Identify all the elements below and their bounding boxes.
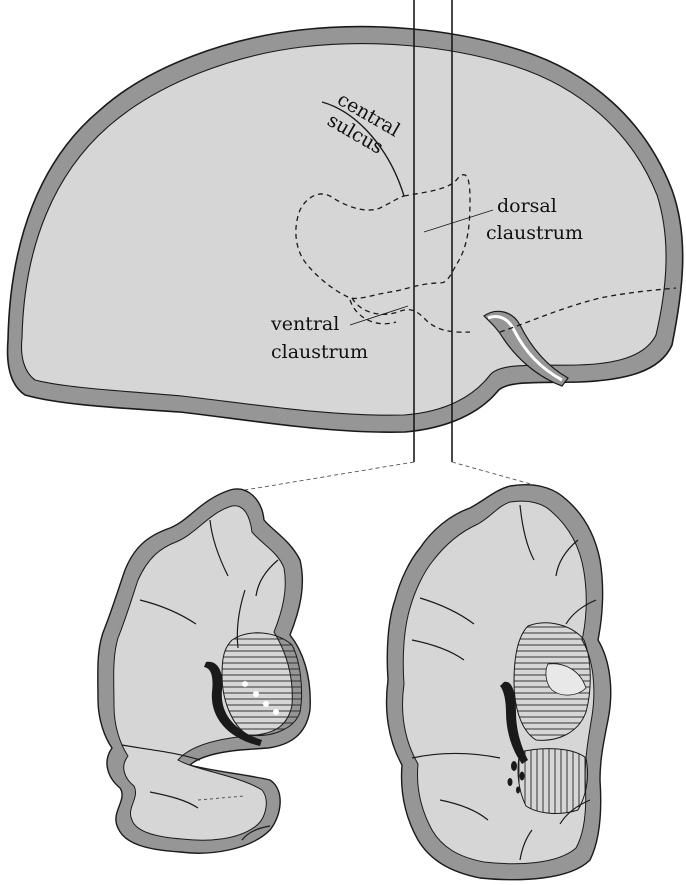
dorsal-claustrum-outline [295, 174, 471, 300]
coronal-left-sulcus-3 [139, 599, 197, 625]
coronal-right-amygdala-region [517, 748, 589, 814]
coronal-left-sulcus-6 [241, 825, 271, 841]
claustral-island [516, 786, 520, 794]
claustral-island [507, 778, 513, 786]
internal-capsule-dot [242, 681, 248, 687]
coronal-right-claustrum [500, 681, 528, 764]
coronal-right-sulcus-5 [565, 599, 597, 625]
coronal-right-sulcus-1 [519, 504, 535, 561]
claustral-island [511, 761, 517, 771]
internal-capsule-dot [273, 709, 279, 715]
coronal-left-sulcus-2 [255, 559, 279, 597]
internal-capsule-dot [253, 691, 259, 697]
coronal-left-sulcus-1 [209, 519, 229, 577]
central-sulcus-line [321, 101, 405, 197]
coronal-right-sulcus-3 [419, 597, 475, 625]
ventral-claustrum-leader [349, 305, 409, 326]
coronal-right-sulcus-6 [439, 799, 489, 821]
label-dorsal-claustrum: claustrum [486, 222, 583, 244]
coronal-left-sulcus-5 [149, 791, 199, 809]
label-ventral: ventral [270, 313, 339, 335]
internal-capsule-dot [263, 701, 269, 707]
coronal-right-capsule-patch [545, 663, 587, 696]
coronal-section-left [97, 488, 311, 854]
coronal-left-claustrum [204, 661, 262, 746]
coronal-right-sulcus-2 [555, 539, 579, 577]
projection-connector-left [244, 461, 415, 491]
coronal-left-dashed-mark [197, 795, 245, 801]
sylvian-white-slit [487, 315, 563, 382]
coronal-right-sylvian [411, 752, 501, 759]
ventral-claustrum-outline-lower [349, 299, 397, 325]
lateral-hemisphere-view [6, 25, 684, 433]
coronal-left-sylvian [121, 744, 201, 761]
coronal-left-white-matter [113, 505, 293, 841]
coronal-section-right [385, 484, 612, 881]
coronal-right-sulcus-4 [411, 639, 465, 661]
coronal-left-striatum [221, 632, 303, 737]
projection-connector-right [451, 461, 546, 489]
label-dorsal: dorsal [497, 195, 557, 217]
label-ventral-claustrum: claustrum [271, 341, 368, 363]
claustral-island [519, 771, 525, 781]
dorsal-claustrum-leader [423, 209, 494, 233]
coronal-right-sulcus-8 [519, 829, 533, 861]
